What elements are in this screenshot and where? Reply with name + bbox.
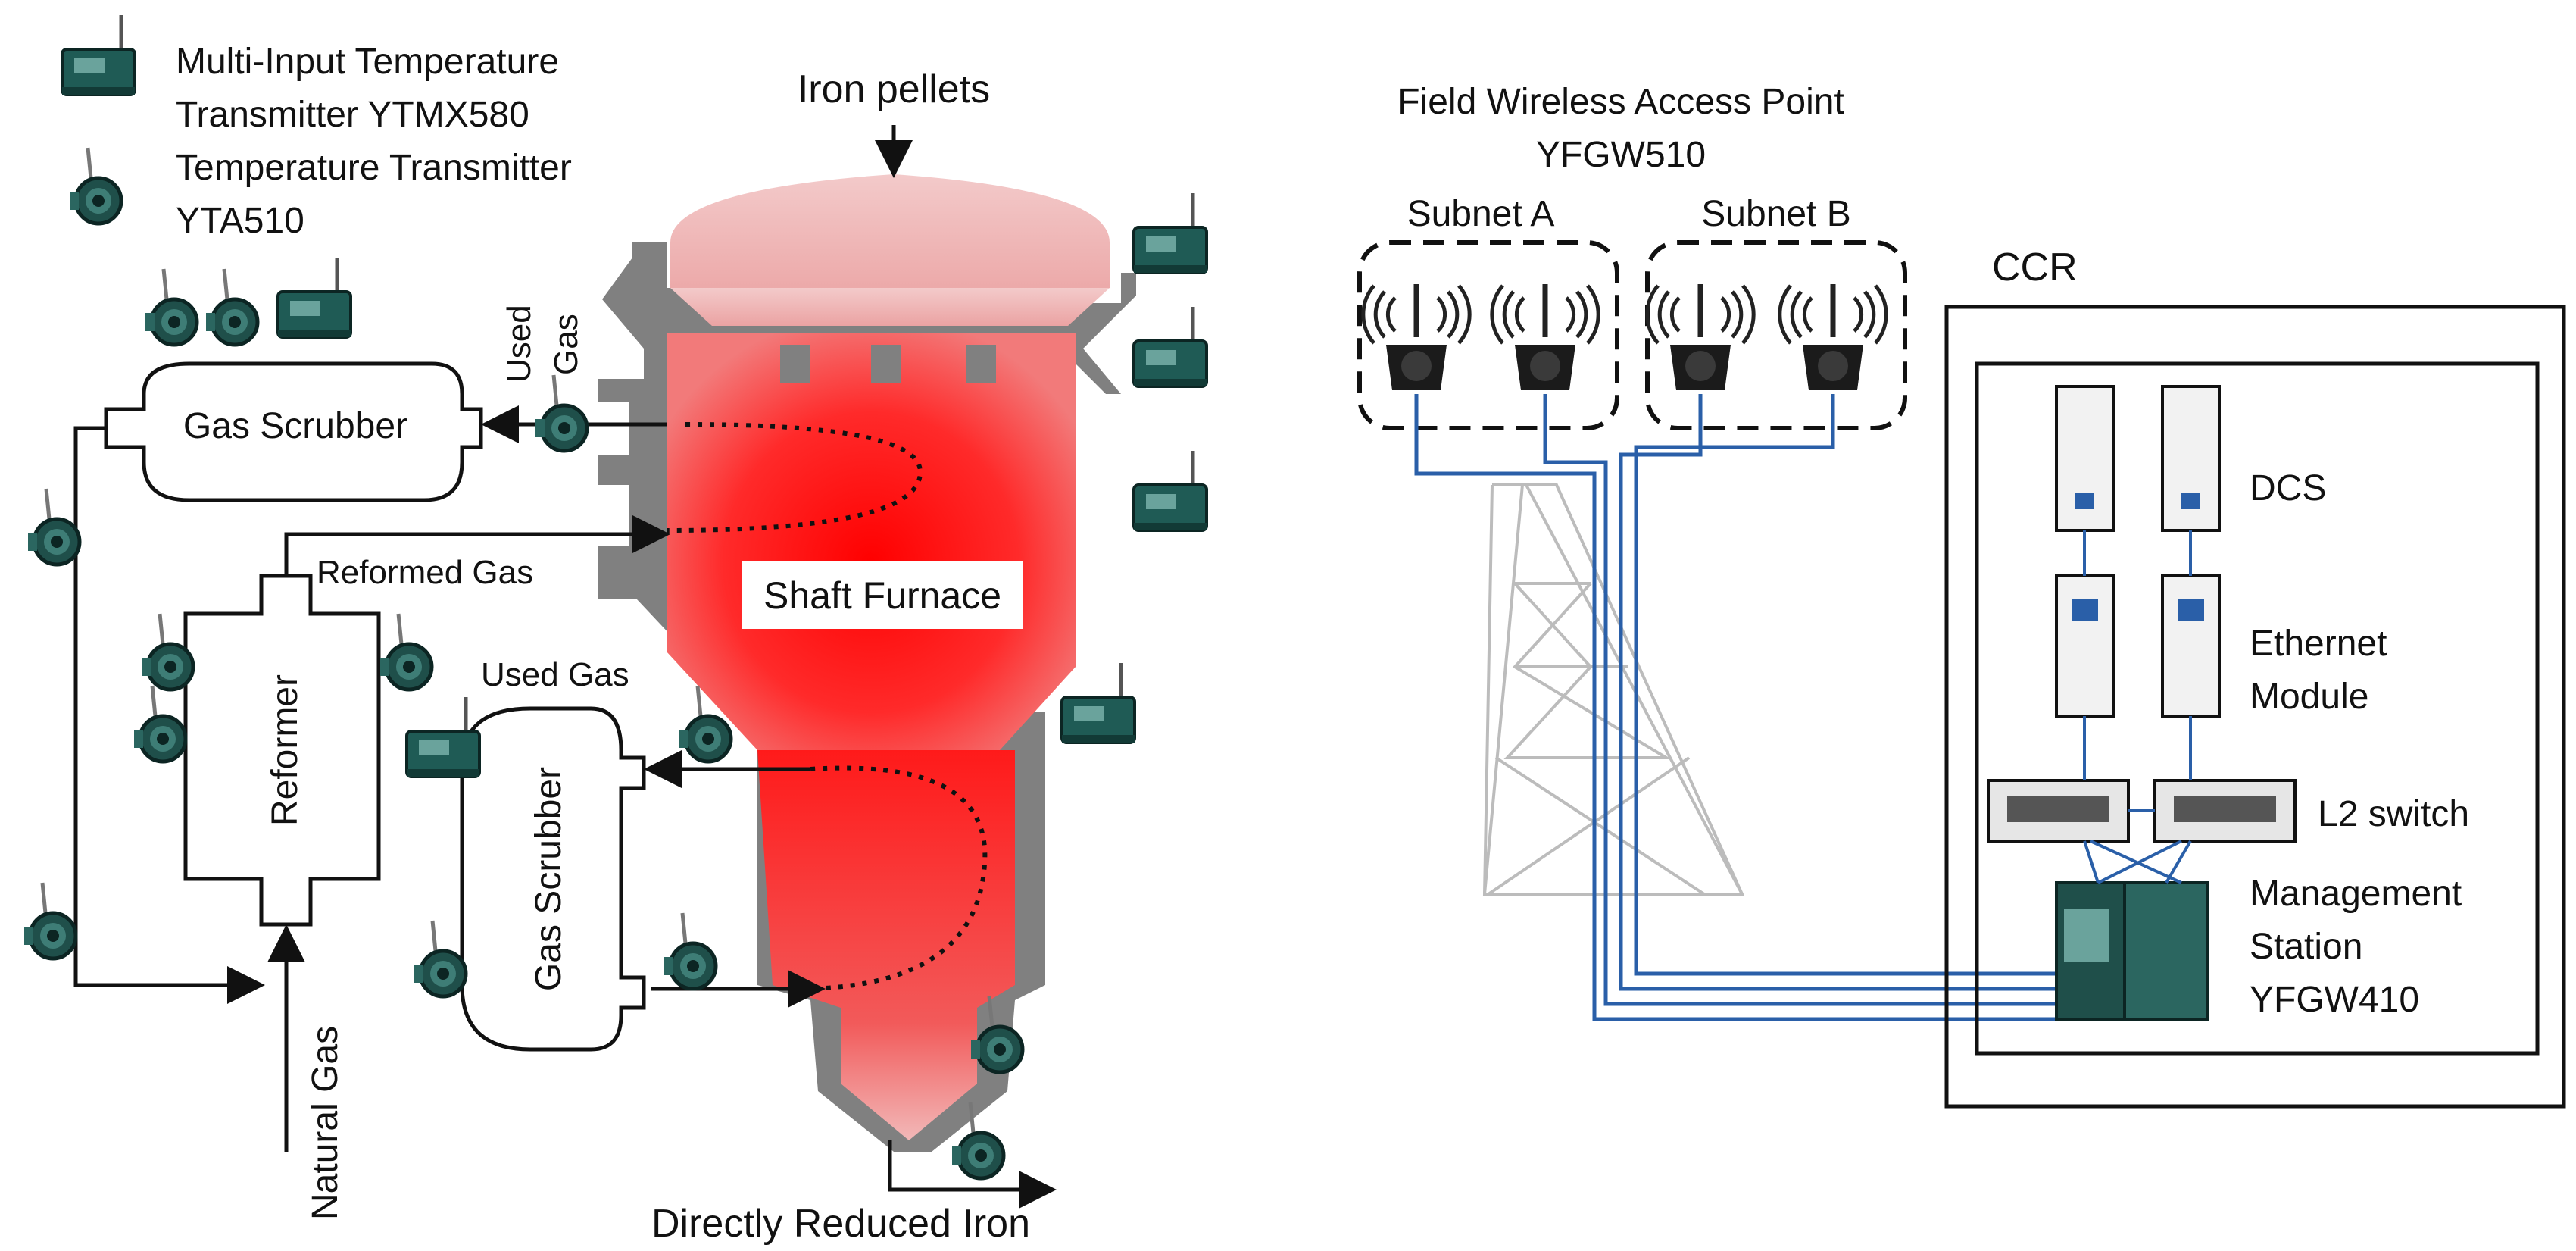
temperature-transmitter-icon	[206, 269, 258, 345]
shaft-furnace-label: Shaft Furnace	[763, 574, 1001, 617]
legend-multi-input-2: Transmitter YTMX580	[176, 95, 529, 135]
multi-input-transmitter-icon	[1134, 193, 1207, 273]
temperature-transmitter-icon	[28, 489, 80, 565]
iron-pellets-label: Iron pellets	[798, 67, 990, 111]
temperature-transmitter-icon	[380, 614, 432, 690]
shaft-furnace: Shaft Furnace	[598, 174, 1136, 1152]
dri-output-arrow	[888, 1140, 1057, 1209]
multi-input-transmitter-icon	[278, 258, 351, 337]
legend-temp-tx-2: YTA510	[176, 201, 304, 241]
dcs-server-icon	[2055, 385, 2115, 532]
ccr-inner-box	[1975, 361, 2540, 1056]
multi-input-transmitter-icon	[407, 697, 479, 777]
gas-scrubber-top-label: Gas Scrubber	[183, 406, 407, 446]
network-cables	[1414, 394, 2060, 1021]
wireless-access-point-icon	[1363, 284, 1469, 390]
dcs-server-icon	[2161, 385, 2221, 532]
gas-scrubber-bottom-label: Gas Scrubber	[529, 767, 569, 991]
l2-switch-label: L2 switch	[2318, 794, 2469, 834]
directly-reduced-iron-label: Directly Reduced Iron	[651, 1202, 1030, 1246]
reformer-shape	[183, 574, 381, 927]
multi-input-transmitter-icon	[1062, 663, 1135, 743]
scrubber-top-shape	[104, 361, 483, 502]
access-point-label-2: YFGW510	[1536, 135, 1706, 175]
temperature-transmitter-icon	[664, 913, 716, 989]
legend: Multi-Input Temperature Transmitter YTMX…	[62, 15, 572, 241]
legend-multi-input-1: Multi-Input Temperature	[176, 42, 559, 82]
reformed-gas-label: Reformed Gas	[317, 554, 533, 591]
furnace-port	[780, 345, 810, 383]
mgmt-label-3: YFGW410	[2250, 980, 2419, 1020]
ethernet-module-icon	[2161, 574, 2221, 718]
subnet-a-box	[1357, 240, 1619, 430]
l2-switch-icon	[1987, 779, 2130, 843]
furnace-neck	[670, 288, 1110, 326]
gas-scrubber-top: Gas Scrubber	[104, 361, 483, 502]
temperature-transmitter-icon	[70, 148, 121, 224]
temperature-transmitter-icon	[145, 269, 197, 345]
ccr-cables	[2083, 530, 2192, 884]
ethernet-module-icon	[2055, 574, 2115, 718]
multi-input-transmitter-icon	[1134, 307, 1207, 386]
mgmt-label-1: Management	[2250, 874, 2462, 914]
natural-gas-label: Natural Gas	[305, 1026, 345, 1220]
reformer-label: Reformer	[265, 674, 305, 826]
subnet-b-label: Subnet B	[1701, 194, 1850, 234]
wireless-access-point-icon	[1780, 284, 1886, 390]
furnace-body	[667, 333, 1076, 750]
gas-flow-lower	[806, 765, 988, 991]
legend-temp-tx-1: Temperature Transmitter	[176, 148, 572, 188]
dcs-label: DCS	[2250, 468, 2326, 508]
ethernet-label-1: Ethernet	[2250, 624, 2387, 664]
furnace-port	[871, 345, 901, 383]
furnace-label-box	[742, 561, 1023, 629]
furnace-port	[966, 345, 996, 383]
temperature-transmitter-icon	[414, 921, 466, 996]
ccr-label: CCR	[1992, 246, 2078, 289]
gas-scrubber-bottom: Gas Scrubber	[460, 706, 646, 1052]
access-point-label-1: Field Wireless Access Point	[1397, 82, 1844, 122]
subnet-a-label: Subnet A	[1407, 194, 1555, 234]
management-station-icon	[2055, 881, 2209, 1021]
used-gas-mid-label: Used Gas	[481, 656, 629, 693]
used-gas-top-label-1: Used	[501, 305, 538, 383]
transmission-tower-icon	[1482, 483, 1745, 896]
furnace-lower	[757, 750, 1015, 1140]
temperature-transmitter-icon	[535, 375, 587, 451]
multi-input-transmitter-icon	[62, 15, 135, 95]
ethernet-label-2: Module	[2250, 677, 2368, 717]
used-gas-top-label-2: Gas	[548, 314, 585, 375]
wireless-access-point-icon	[1647, 284, 1753, 390]
furnace-top	[670, 174, 1110, 311]
reformed-gas-line	[284, 515, 670, 576]
mgmt-label-2: Station	[2250, 927, 2362, 967]
wireless-access-point-icon	[1492, 284, 1598, 390]
multi-input-transmitter-icon	[1134, 451, 1207, 530]
reformer: Reformer	[183, 574, 381, 927]
subnet-b-box	[1645, 240, 1907, 430]
temperature-transmitter-icon	[24, 883, 76, 959]
ccr-outer-box	[1944, 305, 2566, 1109]
temperature-transmitter-icon	[134, 686, 186, 762]
left-gas-pipe	[73, 426, 265, 1004]
l2-switch-icon	[2153, 779, 2297, 843]
